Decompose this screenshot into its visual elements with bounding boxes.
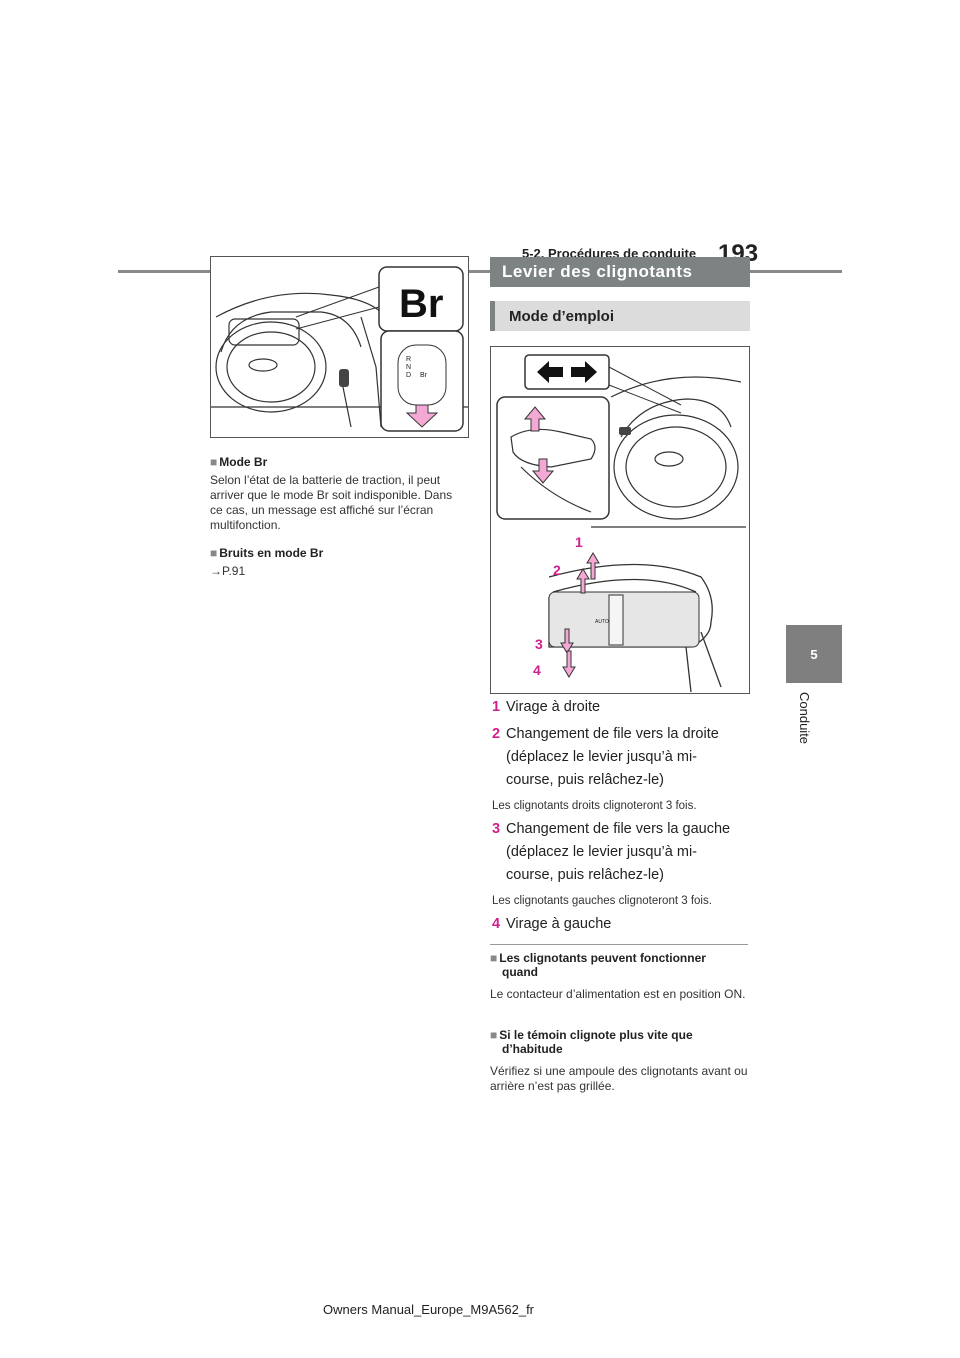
callout-2: 2 [553,562,561,578]
up-arrow-icon [576,568,590,594]
up-arrow-icon [586,552,600,580]
info1-text: Le contacteur d’alimentation est en posi… [490,987,746,1001]
info2-heading: ■Si le témoin clignote plus vite que d’h… [490,1028,693,1056]
callout-3: 3 [535,636,543,652]
info-divider [490,944,748,945]
info2-text: Vérifiez si une ampoule des clignotants … [490,1064,748,1093]
subsection-title-bar: Mode d’emploi [490,301,750,331]
info1-heading: ■Les clignotants peuvent fonctionner qua… [490,951,706,979]
page-reference-link[interactable]: →P.91 [210,564,246,578]
square-bullet-icon: ■ [210,455,218,469]
square-bullet-icon: ■ [490,951,498,965]
down-arrow-icon [560,628,574,654]
turn-signal-figure: AUTO 1 2 3 4 [490,346,750,694]
callout-1: 1 [575,534,583,550]
chapter-label: Conduite [797,692,812,745]
shift-label-r: R [406,356,411,363]
dashboard-illustration: Br R N D Br [211,266,468,432]
square-bullet-icon: ■ [490,1028,498,1042]
down-arrow-icon [562,650,576,678]
callout-4: 4 [533,662,541,678]
square-bullet-icon: ■ [210,546,218,560]
step-2-note: Les clignotants droits clignoteront 3 fo… [492,800,697,812]
chapter-tab[interactable]: 5 [786,625,842,683]
mode-br-heading: ■Mode Br [210,455,268,469]
shift-label-br: Br [420,372,428,379]
br-mode-figure: Br R N D Br [210,256,469,438]
auto-switch-label: AUTO [595,619,609,625]
shift-label-d: D [406,372,411,379]
br-gauge-label: Br [399,282,443,326]
down-arrow-icon [405,404,439,428]
turn-signal-illustration: AUTO 1 2 3 4 [496,354,746,693]
header-divider [118,270,842,273]
mode-br-text: Selon l’état de la batterie de traction,… [210,473,453,532]
footer-text: Owners Manual_Europe_M9A562_fr [323,1302,535,1317]
right-arrow-icon [571,361,597,383]
br-noise-heading: ■Bruits en mode Br [210,546,324,560]
down-arrow-icon [531,458,555,484]
left-arrow-icon [537,361,563,383]
up-arrow-icon [523,406,547,432]
shift-label-n: N [406,364,411,371]
section-title-bar: Levier des clignotants [490,257,750,287]
step-3-note: Les clignotants gauches clignoteront 3 f… [492,895,712,907]
